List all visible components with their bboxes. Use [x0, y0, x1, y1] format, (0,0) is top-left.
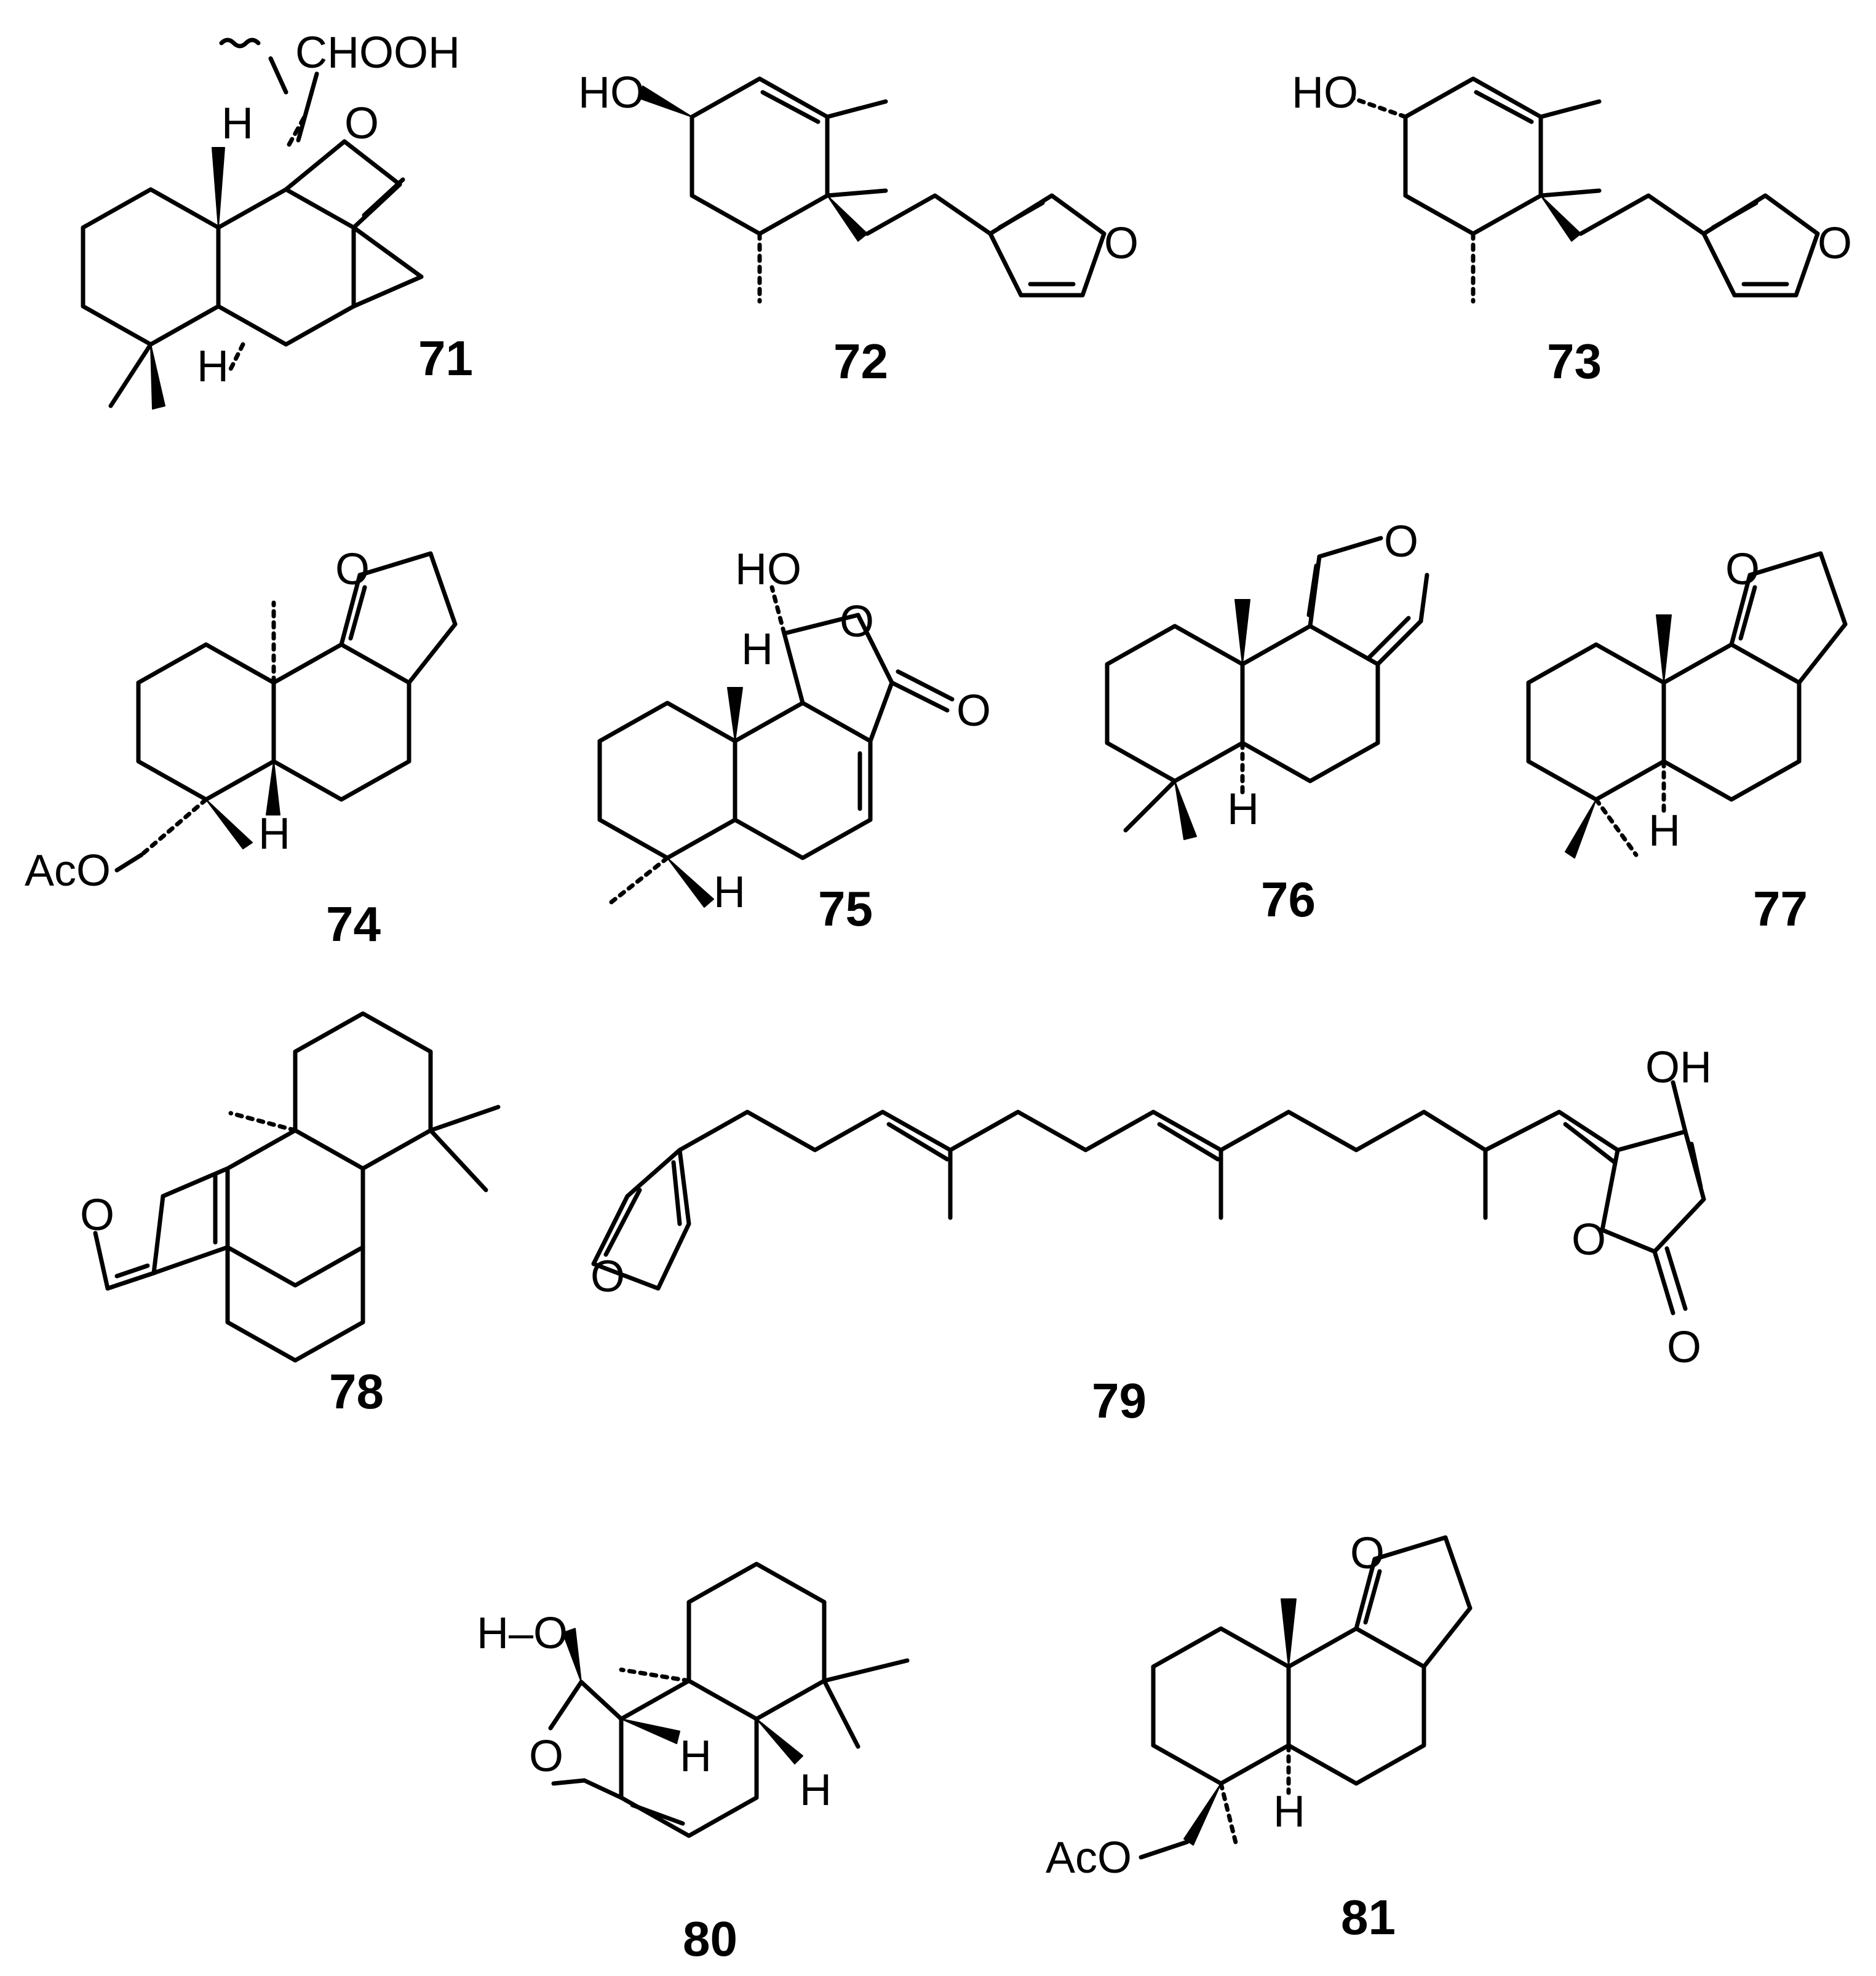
- compound-80-hydrogen-2: H: [800, 1766, 832, 1815]
- compound-76-label: 76: [1261, 872, 1316, 927]
- compound-75-label: 75: [818, 881, 873, 936]
- compound-73-furan-oxygen: O: [1818, 219, 1852, 268]
- compound-72-furan-oxygen: O: [1104, 219, 1139, 268]
- compound-71: CHOOH O H H 71: [81, 28, 473, 410]
- compound-77-furan-oxygen: O: [1725, 545, 1760, 594]
- compound-77-label: 77: [1753, 881, 1808, 936]
- compound-74-label: 74: [326, 897, 381, 951]
- compound-80: H–O O H H 80: [477, 1561, 910, 1966]
- compound-74-acetoxy: AcO: [25, 846, 111, 895]
- compound-79: O OH O O 79: [590, 1043, 1712, 1428]
- compound-71-cooh: CHOOH: [295, 28, 460, 77]
- compound-77-hydrogen: H: [1648, 806, 1680, 855]
- compound-75-carbonyl-oxygen: O: [956, 686, 991, 736]
- compound-73-label: 73: [1547, 334, 1602, 389]
- compound-79-label: 79: [1092, 1373, 1147, 1428]
- compound-80-label: 80: [683, 1911, 737, 1966]
- compound-71-label: 71: [418, 331, 473, 386]
- compound-80-ring-oxygen: O: [529, 1732, 563, 1781]
- compound-79-hydroxyl: OH: [1645, 1043, 1712, 1092]
- compound-81-label: 81: [1341, 1890, 1396, 1945]
- compound-81-furan-oxygen: O: [1350, 1529, 1385, 1578]
- compound-81: O H AcO 81: [1046, 1529, 1473, 1945]
- compound-76-furan-oxygen: O: [1384, 517, 1418, 566]
- compound-71-ring-oxygen: O: [344, 99, 379, 148]
- compound-81-acetoxy: AcO: [1046, 1833, 1132, 1883]
- compound-80-hydroxyl: H–O: [477, 1609, 568, 1658]
- compound-76-hydrogen: H: [1227, 785, 1259, 834]
- compound-72-hydroxyl: HO: [578, 68, 645, 117]
- compound-79-carbonyl-oxygen: O: [1667, 1323, 1701, 1372]
- compound-75-hydroxyl: HO: [735, 545, 801, 594]
- compound-73-hydroxyl: HO: [1292, 68, 1358, 117]
- compound-77: O H 77: [1526, 545, 1848, 936]
- compound-75-hydrogen-1: H: [741, 625, 773, 674]
- compound-74-hydrogen: H: [258, 809, 290, 859]
- compound-71-hydrogen-1: H: [221, 99, 253, 148]
- compound-73: HO O 73: [1292, 68, 1852, 389]
- compound-72-label: 72: [833, 334, 888, 389]
- compound-75-lactone-oxygen: O: [840, 597, 874, 646]
- compound-79-furan-oxygen: O: [590, 1252, 625, 1301]
- compound-74-furan-oxygen: O: [335, 545, 370, 594]
- compound-72: HO O 72: [578, 68, 1139, 389]
- compound-78-furan-oxygen: O: [80, 1191, 114, 1240]
- compound-74: O H AcO 74: [25, 545, 458, 951]
- compound-79-lactone-oxygen: O: [1572, 1215, 1606, 1264]
- compound-78: O 78: [80, 1011, 501, 1419]
- compound-71-hydrogen-2: H: [197, 342, 229, 391]
- compound-78-label: 78: [329, 1364, 384, 1419]
- compound-81-hydrogen: H: [1273, 1787, 1305, 1836]
- compound-76: O H 76: [1105, 517, 1429, 927]
- compound-75-hydrogen-2: H: [713, 868, 745, 917]
- compound-80-hydrogen-1: H: [680, 1732, 712, 1781]
- compound-75: HO H O O H 75: [597, 545, 991, 936]
